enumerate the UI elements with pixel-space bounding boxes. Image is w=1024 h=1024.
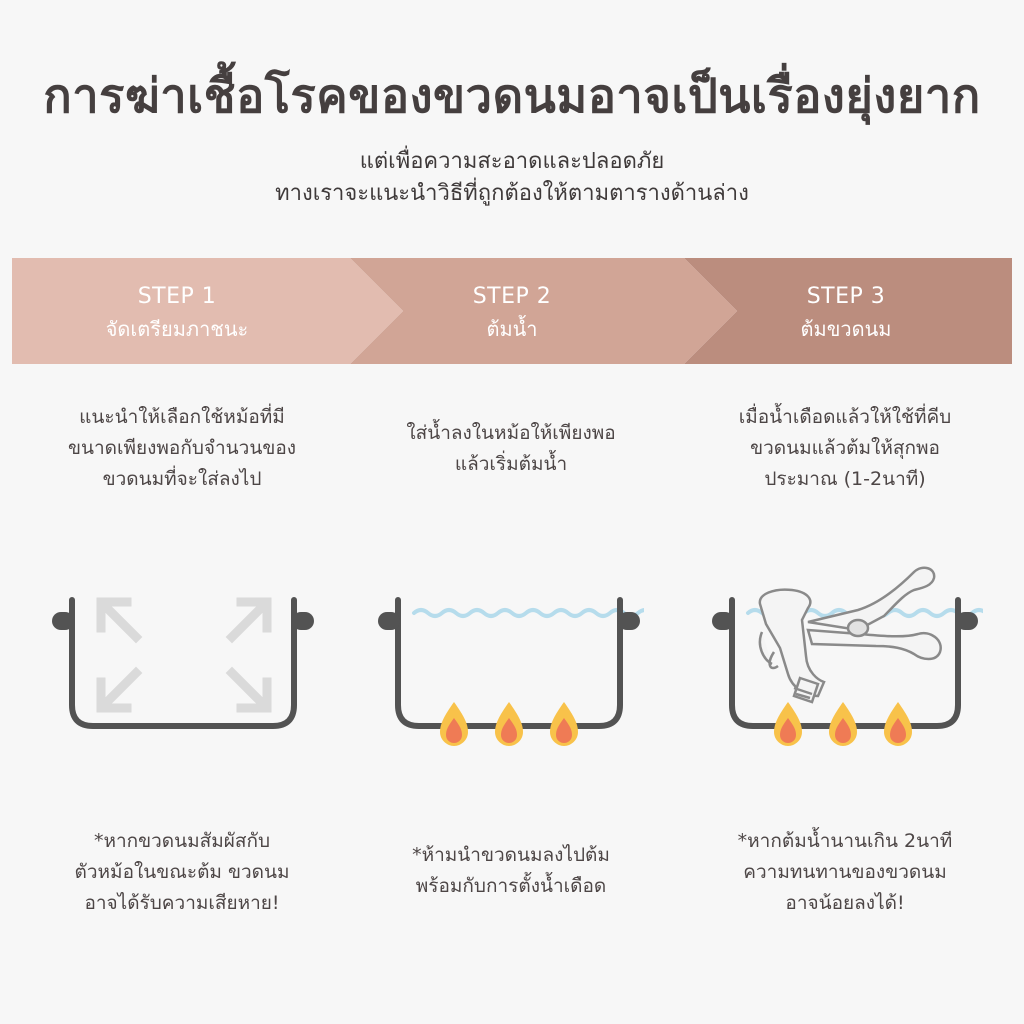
step-2-name: ต้มน้ำ bbox=[486, 317, 538, 341]
step-1-note-line: ตัวหม้อในขณะต้ม ขวดนม bbox=[74, 861, 290, 883]
flame-icon bbox=[440, 702, 468, 746]
step-1-note: *หากขวดนมสัมผัสกับ ตัวหม้อในขณะต้ม ขวดนม… bbox=[27, 826, 337, 919]
step-2-description-line: แล้วเริ่มต้มน้ำ bbox=[454, 453, 568, 475]
step-3-name: ต้มขวดนม bbox=[800, 317, 892, 341]
step-1-label: STEP 1 จัดเตรียมภาชนะ bbox=[27, 258, 327, 364]
flame-icon bbox=[495, 702, 523, 746]
step-1-name: จัดเตรียมภาชนะ bbox=[105, 317, 249, 341]
step-2-number: STEP 2 bbox=[472, 284, 552, 309]
step-1-description-line: แนะนำให้เลือกใช้หม้อที่มี bbox=[79, 406, 285, 428]
step-2-description-line: ใส่น้ำลงในหม้อให้เพียงพอ bbox=[406, 422, 616, 444]
steps-banner-shapes bbox=[12, 258, 1012, 364]
step-1-description-line: ขวดนมที่จะใส่ลงไป bbox=[102, 468, 262, 490]
pot-with-expand-arrows-icon bbox=[52, 597, 314, 729]
step-1-description: แนะนำให้เลือกใช้หม้อที่มี ขนาดเพียงพอกับ… bbox=[27, 402, 337, 495]
step-2-label: STEP 2 ต้มน้ำ bbox=[362, 258, 662, 364]
step-1-number: STEP 1 bbox=[137, 284, 217, 309]
step-3-description-line: ขวดนมแล้วต้มให้สุกพอ bbox=[750, 437, 940, 459]
step-1-description-line: ขนาดเพียงพอกับจำนวนของ bbox=[67, 437, 297, 459]
step-3-chevron bbox=[684, 258, 1012, 364]
pot-with-bottle-tongs-and-flames-icon bbox=[712, 566, 983, 746]
pot-handle-left bbox=[52, 612, 74, 630]
pot-handle-left bbox=[712, 612, 734, 630]
subtitle-line-2: ทางเราจะแนะนำวิธีที่ถูกต้องให้ตามตารางด้… bbox=[275, 181, 749, 206]
step-1-chevron bbox=[12, 258, 403, 364]
pot-handle-right bbox=[292, 612, 314, 630]
pot-with-water-and-flames-icon bbox=[378, 597, 644, 746]
tongs-icon bbox=[768, 566, 942, 670]
baby-bottle-icon bbox=[758, 588, 826, 704]
water-wave bbox=[412, 608, 644, 618]
step-2-chevron bbox=[350, 258, 737, 364]
step-2-note-line: *ห้ามนำขวดนมลงไปต้ม bbox=[412, 844, 610, 866]
page-title: การฆ่าเชื้อโรคของขวดนมอาจเป็นเรื่องยุ่งย… bbox=[43, 69, 981, 124]
step-1-note-line: *หากขวดนมสัมผัสกับ bbox=[93, 830, 271, 852]
flame-icon bbox=[829, 702, 857, 746]
step-3-note-line: *หากต้มน้ำนานเกิน 2นาที bbox=[737, 830, 953, 852]
steps-banner: STEP 1 จัดเตรียมภาชนะ STEP 2 ต้มน้ำ STEP… bbox=[12, 258, 1012, 364]
expand-arrows-icon bbox=[96, 597, 272, 713]
step-3-number: STEP 3 bbox=[806, 284, 886, 309]
flame-icon bbox=[884, 702, 912, 746]
step-3-note-line: ความทนทานของขวดนม bbox=[743, 861, 947, 883]
step-1-note-line: อาจได้รับความเสียหาย! bbox=[84, 892, 280, 914]
page-subtitle: แต่เพื่อความสะอาดและปลอดภัย ทางเราจะแนะน… bbox=[0, 146, 1024, 210]
step-2-note-line: พร้อมกับการตั้งน้ำเดือด bbox=[415, 875, 607, 897]
step-3-description-line: ประมาณ (1-2นาที) bbox=[764, 468, 926, 490]
pot-outline bbox=[69, 597, 297, 729]
step-3-note: *หากต้มน้ำนานเกิน 2นาที ความทนทานของขวดน… bbox=[690, 826, 1000, 919]
step-3-note-line: อาจน้อยลงได้! bbox=[785, 892, 905, 914]
step-3-description: เมื่อน้ำเดือดแล้วให้ใช้ที่คีบ ขวดนมแล้วต… bbox=[690, 402, 1000, 495]
step-3-description-line: เมื่อน้ำเดือดแล้วให้ใช้ที่คีบ bbox=[738, 406, 952, 428]
flame-icon bbox=[550, 702, 578, 746]
subtitle-line-1: แต่เพื่อความสะอาดและปลอดภัย bbox=[359, 149, 665, 174]
pot-handle-right bbox=[956, 612, 978, 630]
pot-handle-right bbox=[618, 612, 640, 630]
step-2-note: *ห้ามนำขวดนมลงไปต้ม พร้อมกับการตั้งน้ำเด… bbox=[356, 840, 666, 902]
step-3-label: STEP 3 ต้มขวดนม bbox=[696, 258, 996, 364]
step-2-description: ใส่น้ำลงในหม้อให้เพียงพอ แล้วเริ่มต้มน้ำ bbox=[356, 418, 666, 480]
pot-handle-left bbox=[378, 612, 400, 630]
flame-icon bbox=[774, 702, 802, 746]
